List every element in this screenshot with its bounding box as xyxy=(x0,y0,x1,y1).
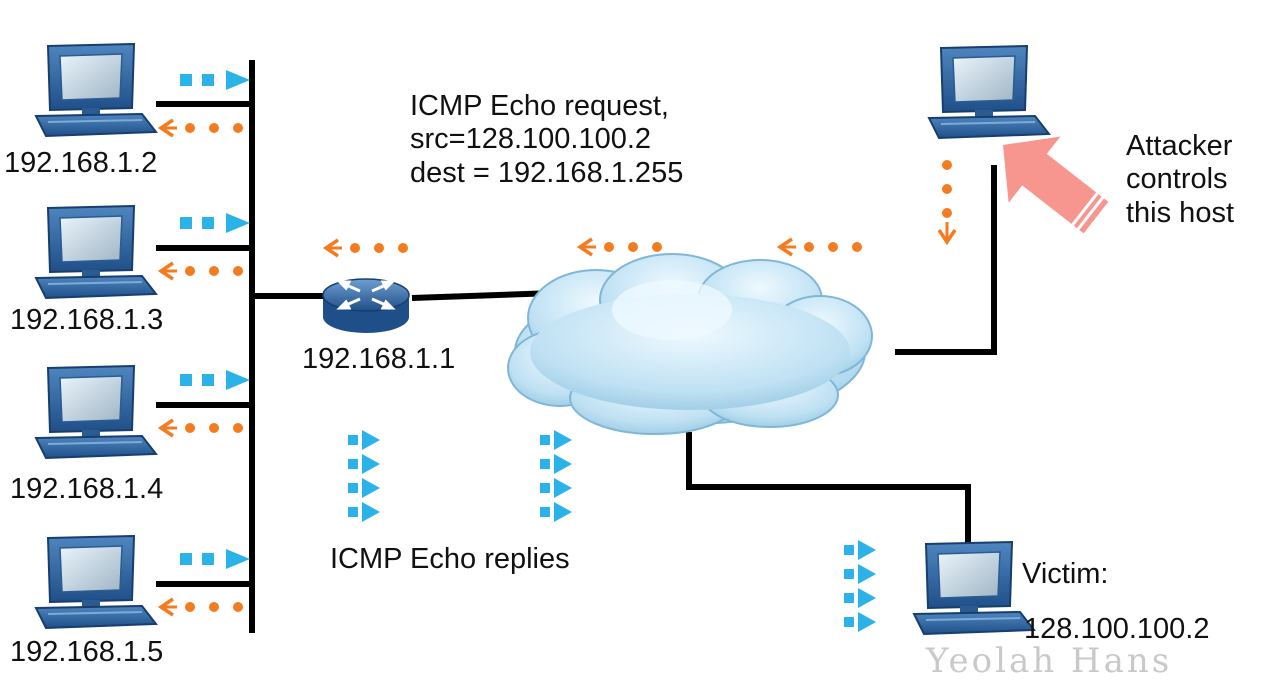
host-3-computer-icon xyxy=(35,365,157,459)
request-note-line-1: ICMP Echo request, xyxy=(410,90,669,122)
host-2-ip-label: 192.168.1.3 xyxy=(10,304,164,336)
request-note-line-3: dest = 192.168.1.255 xyxy=(410,156,684,189)
request-arrow-router xyxy=(322,238,408,258)
reply-column-center xyxy=(540,430,572,522)
attacker-note-line-1: Attacker xyxy=(1126,130,1233,162)
reply-arrow-host-2 xyxy=(180,213,250,233)
request-arrow-cloud-right xyxy=(776,237,862,257)
watermark: Yeolah Hans xyxy=(926,641,1173,681)
reply-column-victim xyxy=(844,540,876,632)
attacker-note-line-2: controls xyxy=(1126,163,1228,196)
reply-arrow-host-4 xyxy=(180,549,250,569)
attacker-note: Attacker controls this host xyxy=(1126,130,1234,230)
reply-arrow-host-1 xyxy=(180,70,250,90)
victim-computer-icon xyxy=(913,541,1035,635)
attacker-computer-icon xyxy=(928,45,1050,139)
router-ip-label: 192.168.1.1 xyxy=(302,343,456,375)
internet-cloud xyxy=(507,253,873,435)
router-icon xyxy=(322,278,410,333)
attacker-cloud-link xyxy=(895,165,997,355)
host-3-ip-label: 192.168.1.4 xyxy=(10,473,164,505)
request-arrow-attacker-down xyxy=(937,160,957,246)
request-arrow-host-1 xyxy=(157,118,243,138)
victim-ip-label: 128.100.100.2 xyxy=(1024,613,1210,645)
request-arrow-host-2 xyxy=(157,261,243,281)
host-1-computer-icon xyxy=(35,43,157,137)
request-arrow-host-4 xyxy=(157,597,243,617)
host-2-computer-icon xyxy=(35,205,157,299)
request-note-line-2: src=128.100.100.2 xyxy=(410,123,652,156)
victim-label: Victim: xyxy=(1022,558,1109,590)
host-1-ip-label: 192.168.1.2 xyxy=(4,147,158,179)
reply-column-left xyxy=(348,430,380,522)
host-4-ip-label: 192.168.1.5 xyxy=(10,636,164,668)
request-note: ICMP Echo request, src=128.100.100.2 des… xyxy=(410,90,683,190)
request-arrow-host-3 xyxy=(157,418,243,438)
attacker-note-line-3: this host xyxy=(1126,196,1234,229)
request-arrow-cloud-left xyxy=(576,237,662,257)
reply-arrow-host-3 xyxy=(180,370,250,390)
host-4-computer-icon xyxy=(35,535,157,629)
victim-cloud-link xyxy=(686,432,971,545)
router-cloud-link xyxy=(411,290,556,301)
replies-note: ICMP Echo replies xyxy=(330,543,570,575)
attacker-control-arrow xyxy=(1003,136,1109,234)
